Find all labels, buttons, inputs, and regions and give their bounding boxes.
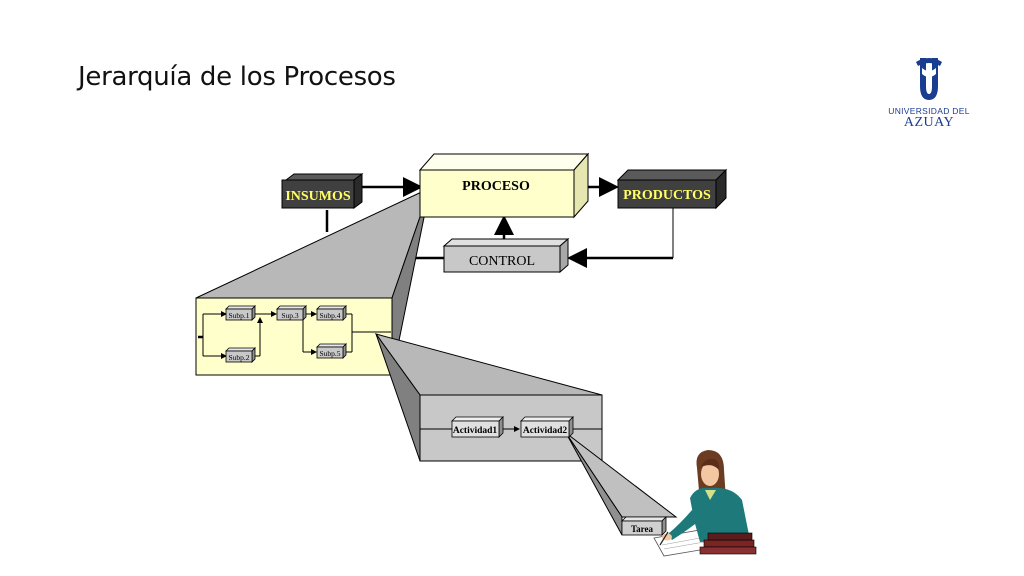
subprocess-box-1: Subp.1 bbox=[225, 305, 256, 321]
woman-writing-illustration bbox=[653, 450, 757, 557]
logo-text-line1: UNIVERSIDAD DEL bbox=[888, 106, 970, 116]
activity-box-1: Actividad1 bbox=[451, 416, 504, 438]
activity-label-1: Actividad1 bbox=[453, 426, 498, 436]
tarea-label: Tarea bbox=[631, 524, 654, 534]
proceso-label: PROCESO bbox=[462, 179, 530, 194]
activity-panel bbox=[419, 394, 603, 462]
productos-label: PRODUCTOS bbox=[623, 188, 711, 203]
subprocess-box-2: Subp.2 bbox=[225, 347, 256, 363]
activity-label-2: Actividad2 bbox=[523, 426, 568, 436]
logo-emblem-icon bbox=[886, 52, 972, 108]
insumos-label: INSUMOS bbox=[285, 189, 351, 204]
control-label: CONTROL bbox=[469, 254, 535, 269]
university-logo: UNIVERSIDAD DEL AZUAY bbox=[886, 52, 972, 136]
zoom-funnel-3 bbox=[565, 432, 678, 518]
subprocess-label-1: Subp.1 bbox=[228, 311, 249, 320]
subprocess-box-5: Subp.5 bbox=[316, 343, 347, 359]
subprocess-box-3: Sup.3 bbox=[276, 305, 307, 321]
subprocess-label-2: Subp.2 bbox=[228, 353, 249, 362]
subprocess-box-4: Subp.4 bbox=[316, 305, 347, 321]
subprocess-label-4: Subp.4 bbox=[319, 311, 340, 320]
logo-text-line2: AZUAY bbox=[903, 115, 955, 130]
activity-box-2: Actividad2 bbox=[520, 416, 574, 438]
control-box: CONTROL bbox=[442, 237, 570, 274]
tarea-box: Tarea bbox=[621, 516, 667, 536]
top-connectors bbox=[325, 177, 674, 268]
proceso-box: PROCESO bbox=[418, 152, 590, 219]
insumos-box: INSUMOS bbox=[281, 173, 364, 209]
subprocess-label-5: Subp.5 bbox=[319, 349, 340, 358]
productos-box: PRODUCTOS bbox=[616, 168, 728, 210]
page-title: Jerarquía de los Procesos bbox=[78, 62, 396, 92]
subprocess-label-3: Sup.3 bbox=[281, 311, 299, 320]
